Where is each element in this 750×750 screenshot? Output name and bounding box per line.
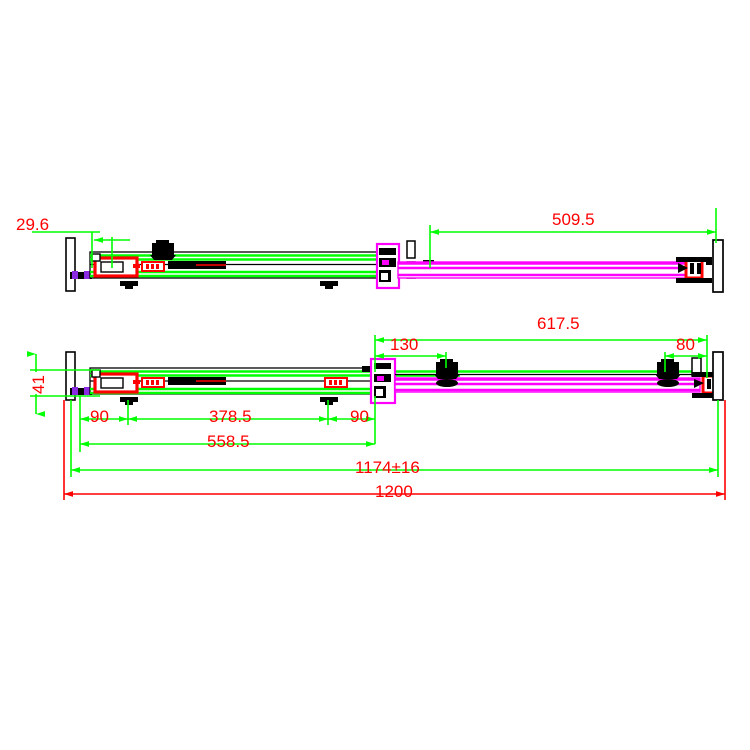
bottom-view-assembly	[65, 351, 724, 405]
top-view-assembly	[65, 237, 724, 293]
dimension-80	[664, 352, 707, 372]
dimension-label-90-left: 90	[90, 407, 109, 426]
dimension-label-1200: 1200	[375, 482, 413, 501]
dimension-label-378-5: 378.5	[209, 407, 252, 426]
dimension-41	[27, 351, 100, 417]
dimension-29-6	[32, 231, 130, 268]
dimension-label-29-6: 29.6	[16, 215, 50, 234]
dimension-130	[375, 352, 447, 368]
dimension-1174	[70, 400, 719, 477]
dimension-label-558-5: 558.5	[207, 432, 250, 451]
dimension-1200	[63, 400, 726, 500]
dimension-509-5	[429, 208, 717, 268]
dimension-90-right	[328, 396, 376, 444]
dimension-label-80: 80	[676, 335, 695, 354]
dimension-label-509-5: 509.5	[552, 210, 595, 229]
dimension-label-1174: 1174±16	[355, 458, 420, 477]
dimension-label-617-5: 617.5	[537, 314, 580, 333]
dimension-label-90-right: 90	[350, 407, 369, 426]
dimension-label-41: 41	[29, 375, 48, 394]
dimension-label-130: 130	[390, 335, 419, 354]
dimension-558-5	[79, 425, 375, 452]
